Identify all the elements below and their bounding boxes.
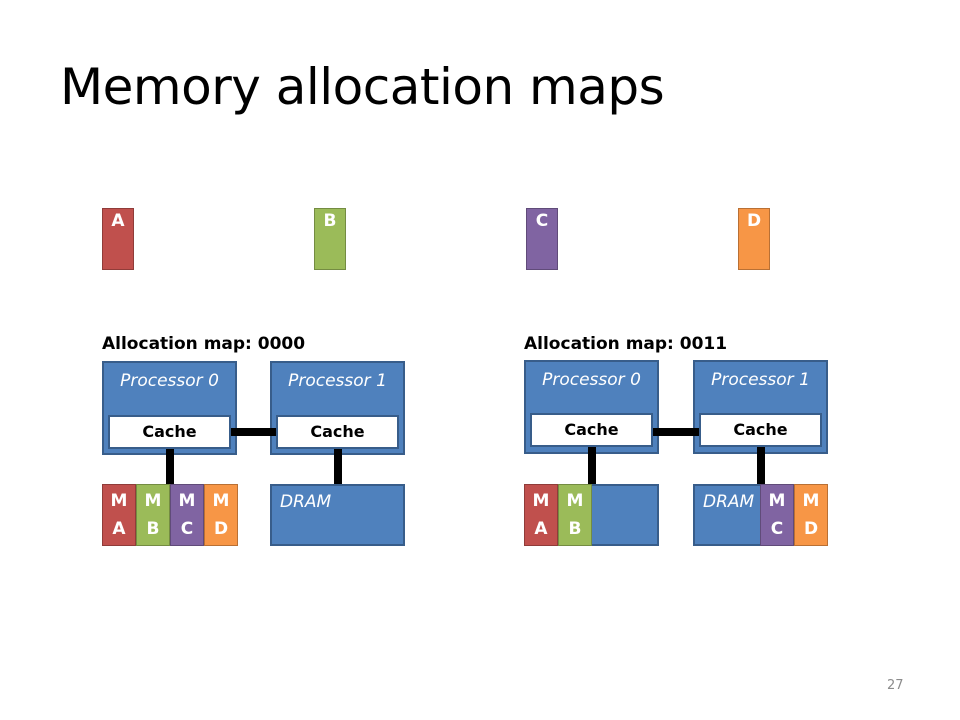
cache-0-left: Cache: [108, 415, 231, 449]
interconnect-left: [228, 428, 278, 436]
cache-0-right: Cache: [530, 413, 653, 447]
meta-letter: A: [112, 519, 126, 539]
meta-letter: B: [568, 519, 582, 539]
object-d: D: [738, 208, 770, 270]
memory-bus-1-right: [757, 447, 765, 485]
meta-letter: M: [566, 491, 584, 511]
meta-letter: B: [146, 519, 160, 539]
slide-title: Memory allocation maps: [60, 58, 665, 116]
allocation-map-label-left: Allocation map: 0000: [102, 334, 306, 354]
dram-label: DRAM: [280, 492, 332, 512]
dram-1-left: DRAM: [270, 484, 405, 546]
page-number: 27: [887, 678, 904, 693]
object-c: C: [526, 208, 558, 270]
meta-letter: M: [768, 491, 786, 511]
cache-1-right: Cache: [699, 413, 822, 447]
cache-1-left: Cache: [276, 415, 399, 449]
processor-0-label: Processor 0: [120, 371, 219, 391]
meta-letter: D: [213, 519, 229, 539]
metadata-a-right: M A: [524, 484, 558, 546]
meta-letter: A: [534, 519, 548, 539]
processor-1-label: Processor 1: [288, 371, 387, 391]
metadata-b-right: M B: [558, 484, 592, 546]
memory-bus-0-right: [588, 447, 596, 485]
metadata-a-left: M A: [102, 484, 136, 546]
metadata-d-right: M D: [794, 484, 828, 546]
allocation-map-label-right: Allocation map: 0011: [524, 334, 728, 354]
processor-1-label: Processor 1: [711, 370, 810, 390]
meta-letter: M: [110, 491, 128, 511]
object-a: A: [102, 208, 134, 270]
meta-letter: M: [532, 491, 550, 511]
object-b: B: [314, 208, 346, 270]
meta-letter: C: [770, 519, 784, 539]
meta-letter: D: [803, 519, 819, 539]
meta-letter: M: [802, 491, 820, 511]
meta-letter: C: [180, 519, 194, 539]
metadata-b-left: M B: [136, 484, 170, 546]
metadata-c-right: M C: [760, 484, 794, 546]
meta-letter: M: [144, 491, 162, 511]
memory-bus-0-left: [166, 449, 174, 485]
memory-bus-1-left: [334, 449, 342, 485]
meta-letter: M: [178, 491, 196, 511]
metadata-c-left: M C: [170, 484, 204, 546]
processor-0-label: Processor 0: [542, 370, 641, 390]
meta-letter: M: [212, 491, 230, 511]
interconnect-right: [650, 428, 700, 436]
metadata-d-left: M D: [204, 484, 238, 546]
dram-label: DRAM: [703, 492, 755, 512]
